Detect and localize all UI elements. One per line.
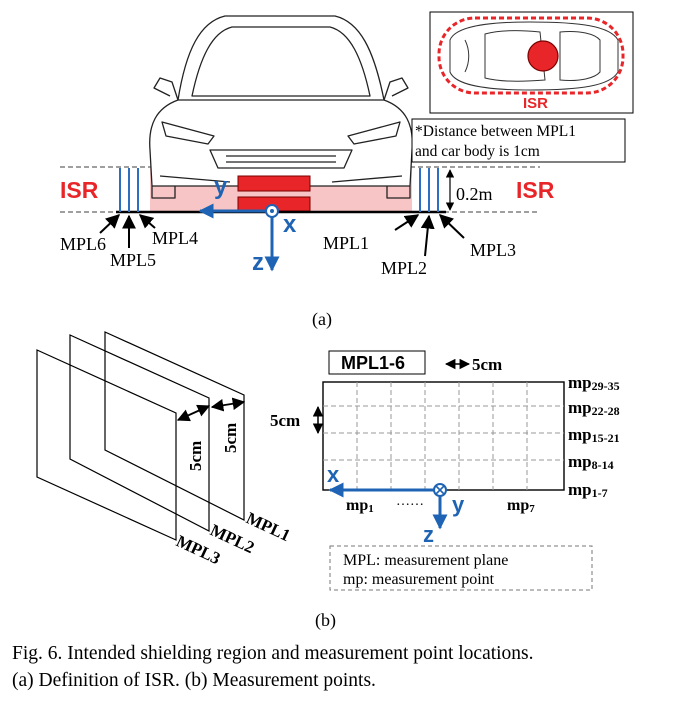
axis-x-label-a: x (283, 211, 297, 238)
panel-b-right: MPL1-6 5cm 5cm mp29-35 mp22-28 mp15-21 m… (270, 350, 620, 591)
h-spacing-label: 5cm (472, 355, 502, 374)
mpl1-label: MPL1 (323, 233, 369, 253)
isr-label-left: ISR (60, 177, 99, 203)
mpl4-label: MPL4 (152, 228, 198, 248)
plane-spacing-label-2: 5cm (221, 423, 240, 453)
mpl6-label: MPL6 (60, 234, 106, 254)
mpl2-label: MPL2 (381, 258, 427, 278)
row-label-15-21: mp15-21 (568, 425, 620, 445)
inset-isr-boundary (437, 16, 625, 95)
plane-back (36, 349, 177, 541)
legend-line2: mp: measurement point (343, 571, 495, 588)
plane-spacing-label-1: 5cm (186, 441, 205, 471)
measurement-grid-frame (322, 381, 565, 491)
figure-caption: Fig. 6. Intended shielding region and me… (12, 640, 677, 694)
row-label-1-7: mp1-7 (568, 480, 608, 500)
car-top-view (449, 21, 619, 91)
panel-b-left: 5cm 5cm MPL1 MPL2 MPL3 (36, 331, 293, 568)
axis-z-label-a: z (252, 249, 264, 276)
inset-coil-circle (527, 40, 559, 72)
row-label-22-28: mp22-28 (568, 398, 620, 418)
distance-note-line1: *Distance between MPL1 (415, 123, 576, 140)
distance-note-line2: and car body is 1cm (415, 143, 540, 160)
grid-title: MPL1-6 (341, 353, 405, 373)
mpl3-label: MPL3 (470, 240, 516, 260)
plane-spacing-arrow-2 (210, 397, 246, 412)
mp1-label: mp1 (346, 497, 374, 515)
mpl5-label: MPL5 (110, 250, 156, 270)
row-label-29-35: mp29-35 (568, 373, 620, 393)
inset-isr-label: ISR (523, 95, 548, 112)
mpl-pointer-arrows (99, 214, 465, 257)
height-label: 0.2m (456, 184, 493, 204)
plane-front (104, 331, 245, 521)
row-label-8-14: mp8-14 (568, 452, 614, 472)
red-coil-upper (237, 175, 311, 192)
plane-spacing-arrow-1 (176, 404, 211, 422)
measurement-planes (36, 331, 245, 541)
car-front-view (149, 15, 413, 199)
mp-dots: …… (396, 494, 424, 509)
distance-note-box (411, 118, 626, 163)
caption-line2: (a) Definition of ISR. (b) Measurement p… (12, 670, 376, 691)
panel-b-label: (b) (315, 610, 336, 631)
panel-a: 0.2m ISR ISR y x z MPL6 MPL5 MPL4 MPL1 M… (60, 11, 634, 330)
y-axis-origin-cross (435, 485, 445, 495)
grid-title-box (328, 350, 426, 375)
axis-z-label-b: z (423, 522, 434, 547)
mp7-label: mp7 (507, 497, 535, 515)
mpl-lines-right (419, 168, 439, 212)
mpl-lines-left (119, 168, 139, 212)
legend-box (329, 545, 593, 591)
axis-x-label-b: x (327, 462, 340, 487)
legend-line1: MPL: measurement plane (343, 552, 508, 569)
isr-label-right: ISR (516, 177, 555, 203)
axis-y-label-b: y (452, 492, 465, 517)
grid-dashed-lines (323, 382, 564, 490)
panel-a-label: (a) (312, 309, 332, 330)
caption-line1: Fig. 6. Intended shielding region and me… (12, 643, 534, 664)
v-spacing-label: 5cm (270, 411, 300, 430)
plane-middle (69, 334, 210, 532)
x-axis-origin-dot (270, 209, 274, 213)
axis-y-label-a: y (214, 173, 228, 200)
